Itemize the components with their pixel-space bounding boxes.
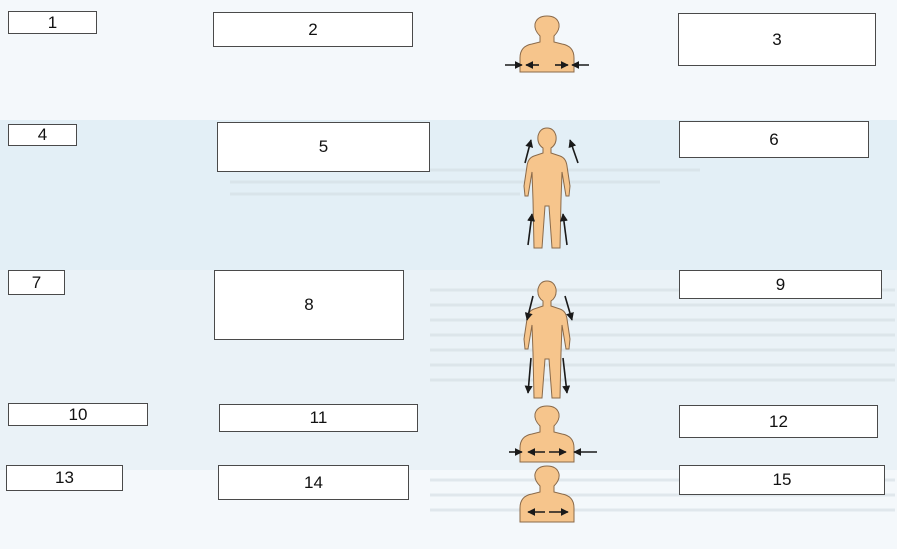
label-box-13[interactable]: 13	[6, 465, 123, 491]
label-2: 2	[308, 19, 318, 39]
label-4: 4	[37, 125, 48, 144]
label-8: 8	[304, 295, 314, 314]
label-15: 15	[772, 470, 792, 489]
label-box-4[interactable]: 4	[8, 124, 77, 146]
label-12: 12	[769, 411, 788, 431]
label-7: 7	[31, 272, 42, 292]
label-box-9[interactable]: 9	[679, 270, 882, 299]
label-box-11[interactable]: 11	[219, 404, 418, 432]
label-box-14[interactable]: 14	[218, 465, 409, 500]
label-box-7[interactable]: 7	[8, 270, 65, 295]
label-box-6[interactable]: 6	[679, 121, 869, 158]
label-13: 13	[55, 468, 74, 487]
label-14: 14	[304, 472, 323, 492]
label-box-5[interactable]: 5	[217, 122, 430, 172]
label-box-12[interactable]: 12	[679, 405, 878, 438]
label-box-3[interactable]: 3	[678, 13, 876, 66]
label-11: 11	[309, 408, 328, 427]
label-6: 6	[769, 129, 779, 149]
label-10: 10	[68, 404, 88, 424]
label-box-10[interactable]: 10	[8, 403, 148, 426]
label-1: 1	[47, 12, 58, 32]
label-box-2[interactable]: 2	[213, 12, 413, 47]
label-box-1[interactable]: 1	[8, 11, 97, 34]
label-5: 5	[318, 137, 329, 156]
label-9: 9	[775, 274, 786, 294]
label-box-15[interactable]: 15	[679, 465, 885, 495]
label-3: 3	[772, 29, 782, 49]
label-box-8[interactable]: 8	[214, 270, 404, 340]
